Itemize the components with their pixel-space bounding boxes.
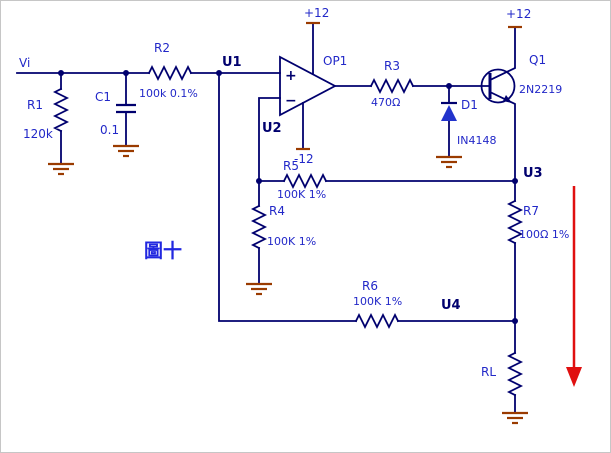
current-direction-arrow-icon (566, 186, 582, 387)
r4-value-label: 100K 1% (267, 235, 316, 248)
c1-name-label: C1 (95, 90, 111, 104)
resistor-r4-symbol (250, 204, 268, 250)
opamp-op1-symbol (279, 55, 337, 117)
figure-caption: 圖十 (144, 239, 182, 262)
ground-r1-icon (48, 162, 74, 176)
opamp-name-label: OP1 (323, 54, 347, 68)
resistor-r2-symbol (147, 64, 193, 82)
ground-r4-icon (246, 282, 272, 296)
opamp-vminus-label: -12 (294, 152, 314, 166)
opamp-plus-pin: + (285, 68, 297, 84)
r2-name-label: R2 (154, 41, 170, 55)
r2-value-label: 100k 0.1% (139, 87, 198, 100)
resistor-r7-symbol (506, 199, 524, 245)
d1-name-label: D1 (461, 98, 478, 112)
resistor-r6-symbol (354, 312, 400, 330)
r3-name-label: R3 (384, 59, 400, 73)
diode-d1-symbol (441, 101, 457, 121)
r6-name-label: R6 (362, 279, 378, 293)
r3-value-label: 470Ω (371, 96, 400, 109)
power-symbols (296, 21, 522, 151)
q1-vplus-label: +12 (506, 7, 531, 21)
d1-part-label: IN4148 (457, 134, 496, 147)
junction-dots (58, 70, 518, 324)
wires (16, 22, 516, 414)
opamp-vplus-label: +12 (304, 6, 329, 20)
r5-name-label: R5 (283, 159, 299, 173)
r7-value-label: 100Ω 1% (519, 228, 569, 241)
r1-value-label: 120k (23, 127, 53, 141)
resistor-r1-symbol (52, 87, 70, 133)
ground-rl-icon (502, 411, 528, 425)
resistor-r3-symbol (369, 77, 415, 95)
rl-name-label: RL (481, 365, 496, 379)
node-u4-label: U4 (441, 298, 461, 313)
node-u1-label: U1 (222, 55, 242, 70)
emitter-arrow-icon (503, 95, 512, 103)
resistor-r5-symbol (282, 172, 328, 190)
r4-name-label: R4 (269, 204, 285, 218)
transistor-q1-symbol (480, 68, 516, 104)
r5-value-label: 100K 1% (277, 188, 326, 201)
ground-c1-icon (113, 144, 139, 158)
q1-name-label: Q1 (529, 53, 546, 67)
resistor-rl-symbol (506, 351, 524, 397)
r7-name-label: R7 (523, 204, 539, 218)
ground-d1-icon (436, 155, 462, 169)
opamp-minus-pin: − (285, 93, 297, 109)
r6-value-label: 100K 1% (353, 295, 402, 308)
c1-value-label: 0.1 (100, 123, 119, 137)
input-label: Vi (19, 56, 30, 70)
q1-part-label: 2N2219 (519, 83, 562, 96)
capacitor-c1-symbol (116, 103, 136, 114)
resistor-symbols (52, 64, 524, 397)
r1-name-label: R1 (27, 98, 43, 112)
node-u2-label: U2 (262, 121, 282, 136)
node-u3-label: U3 (523, 166, 543, 181)
